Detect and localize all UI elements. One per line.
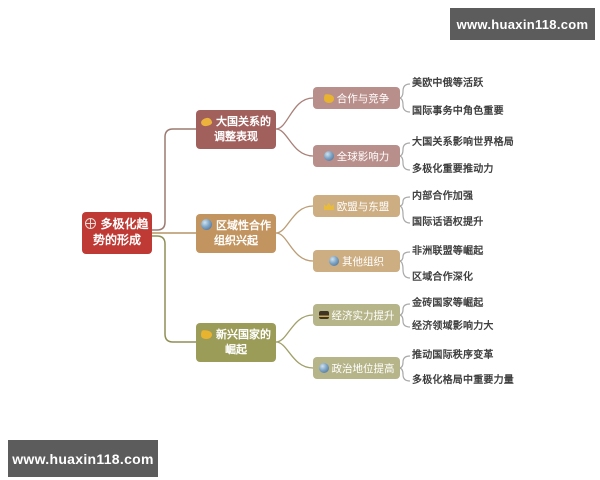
connector-branch1-sub1 [275,97,314,130]
globe-icon [318,363,329,373]
watermark-text: www.huaxin118.com [456,16,589,32]
briefcase-icon [318,311,329,319]
branch-label: 大国关系的 调整表现 [214,116,271,143]
leaf-key-driver-multipolarization: 多极化重要推动力 [412,164,494,175]
leaf-internal-cooperation-strengthened: 内部合作加强 [412,191,474,202]
branch-label: 新兴国家的 崛起 [216,329,271,356]
brace-sub3a [398,303,411,328]
subtopic-other-organizations: 其他组织 [313,250,400,272]
leaf-relations-shape-world-order: 大国关系影响世界格局 [412,137,514,148]
subtopic-label: 其他组织 [342,255,384,268]
root-topic-multipolarization: 多极化趋 势的形成 [82,212,152,254]
subtopic-political-status: 政治地位提高 [313,357,400,379]
watermark-bottom-left: www.huaxin118.com [8,440,158,477]
muscle-icon [323,93,335,103]
leaf-economic-influence-large: 经济领域影响力大 [412,321,494,332]
globe-icon [329,256,339,266]
branch-label: 区域性合作 组织兴起 [214,220,271,247]
subtopic-economic-strength: 经济实力提升 [313,304,400,326]
leaf-push-intl-order-reform: 推动国际秩序变革 [412,350,494,361]
connector-root-branch3 [152,235,196,343]
leaf-important-force-multipolar: 多极化格局中重要力量 [412,375,514,386]
globe-grid-icon [85,218,97,229]
subtopic-eu-asean: 欧盟与东盟 [313,195,400,217]
subtopic-label: 欧盟与东盟 [336,200,390,213]
handshake-icon [200,117,213,127]
subtopic-label: 经济实力提升 [331,309,395,322]
leaf-regional-cooperation-deepened: 区域合作深化 [412,272,474,283]
leaf-important-role-intl-affairs: 国际事务中角色重要 [412,106,504,117]
connector-branch1-sub2 [275,128,314,157]
connector-branch2-sub1 [275,205,314,234]
brace-sub1a [398,83,411,113]
branch-regional-organizations: 区域性合作 组织兴起 [196,214,276,253]
crown-icon [323,202,334,210]
brace-sub3b [398,355,411,382]
subtopic-label: 政治地位提高 [331,362,395,375]
subtopic-cooperation-competition: 合作与竞争 [313,87,400,109]
connector-branch2-sub2 [275,232,314,262]
subtopic-label: 合作与竞争 [336,92,390,105]
leaf-us-eu-china-russia-active: 美欧中俄等活跃 [412,78,484,89]
branch-emerging-countries: 新兴国家的 崛起 [196,323,276,362]
globe-icon [201,219,212,230]
subtopic-global-influence: 全球影响力 [313,145,400,167]
leaf-brics-rise: 金砖国家等崛起 [412,298,484,309]
leaf-intl-discourse-power-raised: 国际话语权提升 [412,217,484,228]
muscle-icon [200,329,213,340]
leaf-african-union-rise: 非洲联盟等崛起 [412,246,484,257]
connector-branch3-sub2 [275,341,314,369]
branch-great-power-relations: 大国关系的 调整表现 [196,110,276,149]
connector-root-branch1 [152,128,196,231]
root-topic-label: 多极化趋 势的形成 [92,217,149,247]
brace-sub1b [398,142,411,171]
watermark-top-right: www.huaxin118.com [450,8,595,40]
globe-icon [323,151,334,161]
watermark-text: www.huaxin118.com [12,450,154,467]
brace-sub2b [398,251,411,279]
subtopic-label: 全球影响力 [336,150,390,163]
brace-sub2a [398,196,411,224]
connector-branch3-sub1 [275,314,314,343]
